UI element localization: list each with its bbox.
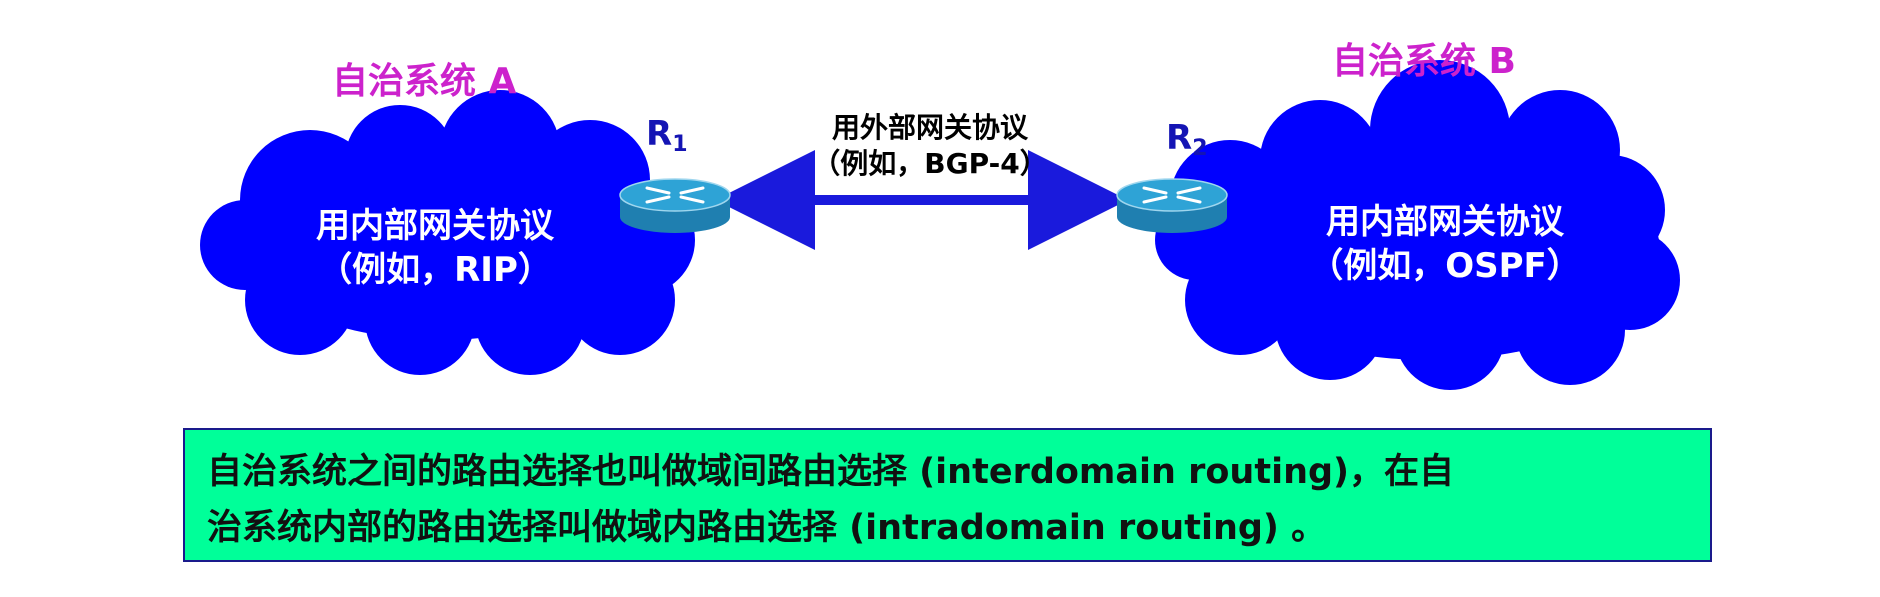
as-a-protocol-line2: （例如，RIP）	[318, 250, 552, 290]
bgp-link-line2: （例如，BGP-4）	[812, 147, 1048, 180]
as-b-protocol: 用内部网关协议 （例如，OSPF）	[1290, 200, 1600, 288]
bgp-link-label: 用外部网关协议 （例如，BGP-4）	[800, 110, 1060, 182]
note-line1: 自治系统之间的路由选择也叫做域间路由选择 (interdomain routin…	[207, 452, 1455, 492]
as-b-title: 自治系统 B	[1332, 41, 1516, 82]
router-r2-label: R2	[1166, 118, 1208, 161]
as-b-protocol-line1: 用内部网关协议	[1326, 202, 1564, 242]
router-r2-letter: R	[1166, 118, 1193, 158]
router-r2-subscript: 2	[1192, 136, 1208, 161]
cloud-as-a	[200, 90, 695, 375]
as-a-title: 自治系统 A	[332, 61, 517, 102]
router-r1-subscript: 1	[672, 132, 688, 157]
as-b-protocol-line2: （例如，OSPF）	[1309, 246, 1581, 286]
bgp-link-line1: 用外部网关协议	[831, 111, 1028, 144]
router-icon	[619, 178, 731, 233]
router-r1-letter: R	[646, 114, 673, 154]
router-r1-label: R1	[646, 114, 688, 157]
as-a-protocol-line1: 用内部网关协议	[316, 206, 554, 246]
as-a-protocol: 用内部网关协议 （例如，RIP）	[290, 204, 580, 292]
note-box: 自治系统之间的路由选择也叫做域间路由选择 (interdomain routin…	[183, 428, 1712, 562]
note-line2: 治系统内部的路由选择叫做域内路由选择 (intradomain routing)…	[207, 508, 1327, 548]
router-icon	[1116, 178, 1228, 233]
cloud-as-b	[1155, 60, 1680, 390]
